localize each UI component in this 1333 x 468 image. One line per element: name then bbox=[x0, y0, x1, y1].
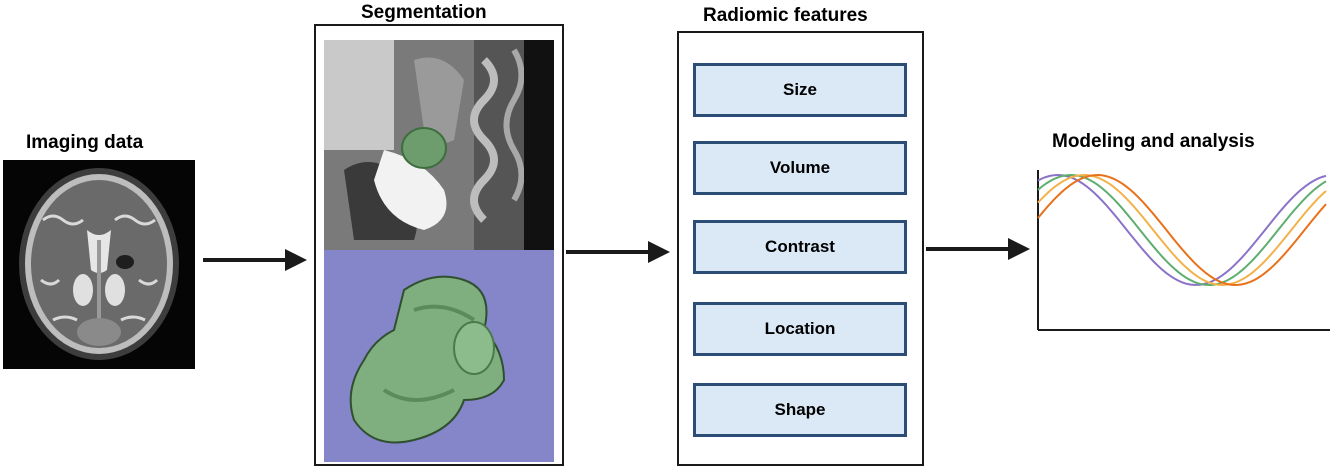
radiomic-features-panel: Size Volume Contrast Location Shape bbox=[677, 31, 924, 466]
chart-curve-3 bbox=[1037, 173, 1327, 287]
segmentation-mri-slice bbox=[324, 40, 554, 250]
modeling-title: Modeling and analysis bbox=[1052, 131, 1255, 152]
feature-volume: Volume bbox=[693, 141, 907, 195]
feature-size: Size bbox=[693, 63, 907, 117]
chart-curve-2 bbox=[1037, 173, 1327, 287]
feature-contrast: Contrast bbox=[693, 220, 907, 274]
brain-mri-image bbox=[3, 160, 195, 369]
imaging-data-title: Imaging data bbox=[26, 132, 144, 153]
segmentation-title: Segmentation bbox=[361, 2, 487, 23]
feature-location: Location bbox=[693, 302, 907, 356]
arrow-to-radiomic-features bbox=[566, 241, 670, 263]
segmentation-panel bbox=[314, 24, 564, 466]
modeling-chart bbox=[1037, 170, 1330, 331]
chart-curve-4 bbox=[1037, 173, 1327, 287]
segmentation-3d-render bbox=[324, 250, 554, 462]
arrow-to-modeling bbox=[926, 238, 1030, 260]
radiomic-features-title: Radiomic features bbox=[703, 5, 868, 26]
feature-shape: Shape bbox=[693, 383, 907, 437]
arrow-to-segmentation bbox=[203, 249, 307, 271]
chart-curve-1 bbox=[1037, 173, 1327, 286]
